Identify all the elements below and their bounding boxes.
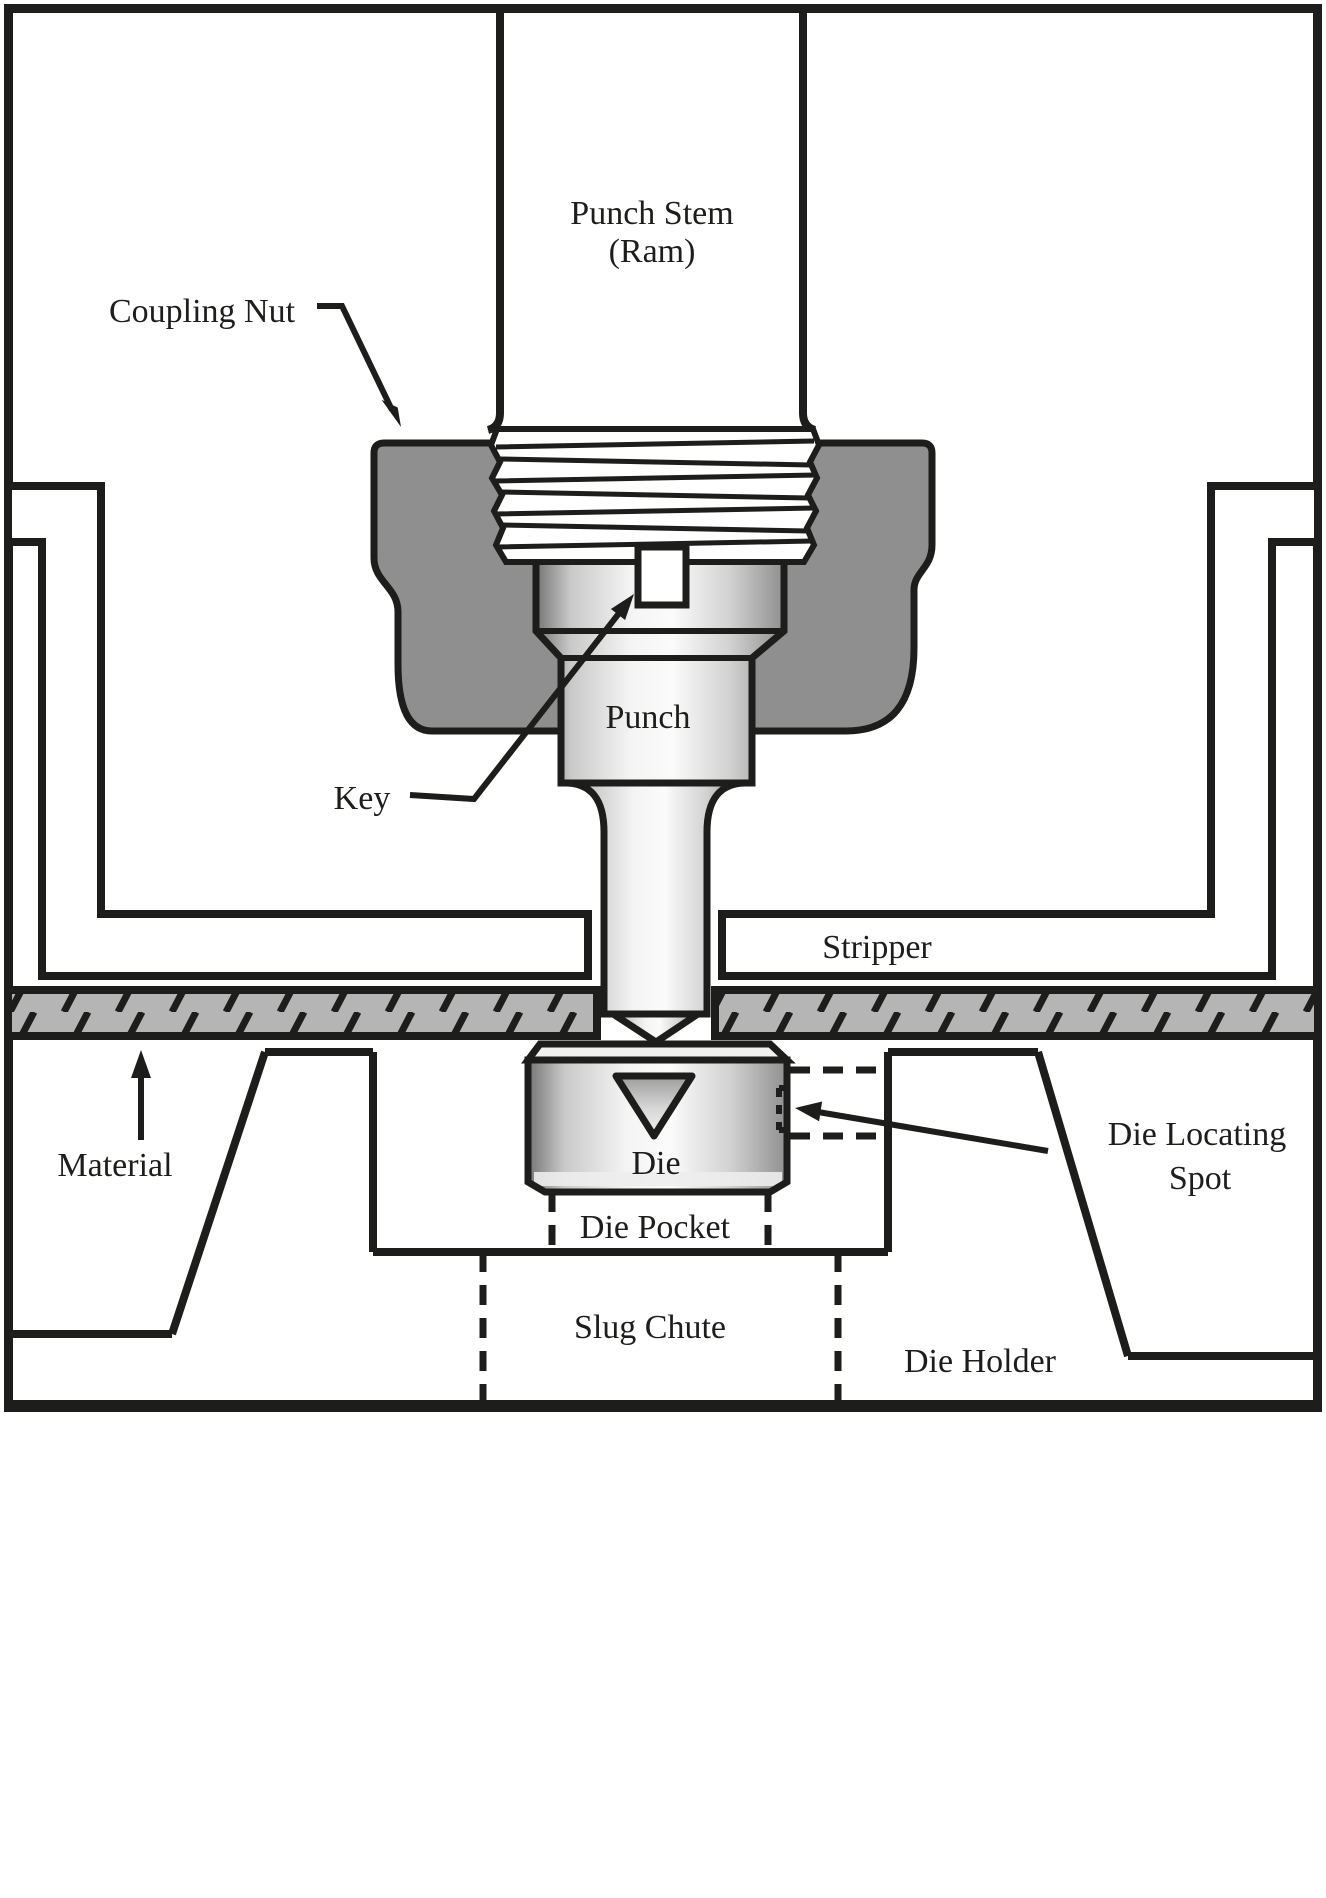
die-shape bbox=[521, 1040, 796, 1196]
thread-ridges bbox=[493, 438, 817, 550]
material-strip-left bbox=[4, 986, 601, 1040]
die-bottom-highlight bbox=[534, 1172, 782, 1186]
key-leader bbox=[409, 610, 623, 803]
label-stripper: Stripper bbox=[822, 929, 932, 966]
die-holder-outline bbox=[8, 1048, 1318, 1360]
punch-step-lines bbox=[536, 628, 784, 661]
material-strip bbox=[4, 986, 1322, 1040]
die-locating-arrowhead-icon bbox=[795, 1101, 823, 1122]
threads bbox=[487, 426, 823, 565]
punch-stem-shape bbox=[486, 10, 817, 434]
label-coupling-nut: Coupling Nut bbox=[109, 293, 296, 330]
coupling-nut-arrowhead-icon bbox=[381, 399, 401, 427]
punch-upper-block bbox=[532, 552, 788, 787]
stripper-right-plate bbox=[718, 482, 1322, 980]
die-locating-leader bbox=[817, 1109, 1049, 1154]
label-punch-stem: Punch Stem bbox=[570, 195, 733, 232]
label-die-locating: Die Locating bbox=[1108, 1116, 1286, 1153]
label-die-pocket: Die Pocket bbox=[580, 1209, 731, 1246]
material-arrowhead-icon bbox=[131, 1050, 151, 1078]
label-punch-stem-ram: (Ram) bbox=[609, 233, 696, 270]
label-slug-chute: Slug Chute bbox=[574, 1309, 726, 1346]
dashed-lines bbox=[479, 1066, 886, 1400]
coupling-nut-leader bbox=[317, 303, 395, 412]
leader-arrows bbox=[131, 303, 1049, 1154]
material-strip-right bbox=[711, 986, 1322, 1040]
label-die-holder: Die Holder bbox=[904, 1343, 1057, 1380]
label-material: Material bbox=[57, 1147, 172, 1184]
key-square bbox=[634, 543, 690, 609]
die-locating-spot-mark bbox=[776, 1085, 791, 1133]
stripper-left-plate bbox=[4, 482, 592, 980]
key-arrowhead-icon bbox=[610, 594, 634, 620]
punch-body bbox=[532, 552, 788, 1046]
label-key: Key bbox=[334, 780, 391, 817]
label-die: Die bbox=[631, 1145, 680, 1182]
label-punch: Punch bbox=[606, 699, 691, 736]
punch-shank bbox=[564, 779, 747, 1018]
punch-tip bbox=[609, 1010, 702, 1046]
die-hole-triangle bbox=[612, 1072, 696, 1140]
label-die-locating-spot: Spot bbox=[1169, 1160, 1232, 1197]
punch-stem-fill bbox=[496, 12, 807, 430]
